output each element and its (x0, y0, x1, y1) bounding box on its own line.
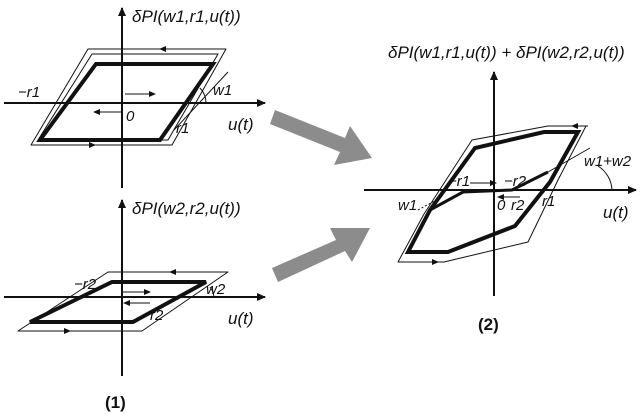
panel1-top-pos-r-label: r1 (176, 120, 189, 137)
panel1-caption: (1) (105, 393, 126, 412)
panel2-pos-r1-label: r1 (542, 193, 555, 210)
panel1-bottom-slope-arc (209, 286, 215, 298)
panel2-graph: δPI(w1,r1,u(t)) + δPI(w2,r2,u(t)) u(t) −… (364, 43, 637, 296)
panel1-top-hysteresis-loop (36, 62, 217, 142)
panel1-top-neg-r-label: −r1 (18, 84, 40, 101)
panel2-slope-sum-label: w1+w2 (584, 153, 632, 170)
panel1-top-origin-label: 0 (126, 108, 135, 125)
panel2-slope-small-ref (417, 197, 441, 211)
panel2-origin-label: 0 (497, 197, 506, 214)
panel2-neg-r2-label: −r2 (504, 173, 527, 190)
panel2-slope-line (547, 147, 591, 173)
panel2-hysteresis-loop (404, 130, 582, 254)
panel1-top-slope-line (173, 71, 229, 131)
panel2-y-label: δPI(w1,r1,u(t)) + δPI(w2,r2,u(t)) (388, 43, 625, 62)
panel1-top-slope-label: w1 (213, 82, 232, 99)
panel1-bottom-pos-r-label: r2 (150, 307, 164, 324)
panel2-pos-r2-label: r2 (511, 197, 525, 214)
panel2-inner-path (429, 170, 549, 212)
panel1-top-outer-envelope (30, 48, 227, 146)
panel1-bottom-outer-envelope (17, 271, 229, 332)
panel1-bottom-x-label: u(t) (228, 309, 254, 328)
panel2-slope-arc-sum (597, 165, 613, 191)
transition-arrow-lower (272, 228, 370, 282)
panel2-x-label: u(t) (603, 203, 629, 222)
panel1-bottom-graph: δPI(w2,r2,u(t)) u(t) −r2 r2 w2 (4, 199, 266, 376)
panel1-top-x-label: u(t) (228, 115, 254, 134)
panel1-top-slope-arc (199, 87, 207, 104)
panel1-bottom-slope-label: w2 (206, 281, 226, 298)
panel2-caption: (2) (478, 315, 499, 334)
panel2-outer-envelope (397, 125, 587, 263)
panel1-bottom-y-label: δPI(w2,r2,u(t)) (132, 199, 241, 218)
transition-arrow-upper (270, 110, 372, 165)
panel1-bottom-neg-r-label: −r2 (74, 276, 97, 293)
panel2-neg-r1-label: −r1 (448, 173, 470, 190)
panel2-slope-small-label: w1 (398, 197, 417, 214)
panel1-bottom-hysteresis-loop (29, 280, 207, 324)
panel1-top-graph: δPI(w1,r1,u(t)) u(t) −r1 r1 0 w1 (4, 7, 266, 188)
panel1-top-y-label: δPI(w1,r1,u(t)) (132, 7, 241, 26)
